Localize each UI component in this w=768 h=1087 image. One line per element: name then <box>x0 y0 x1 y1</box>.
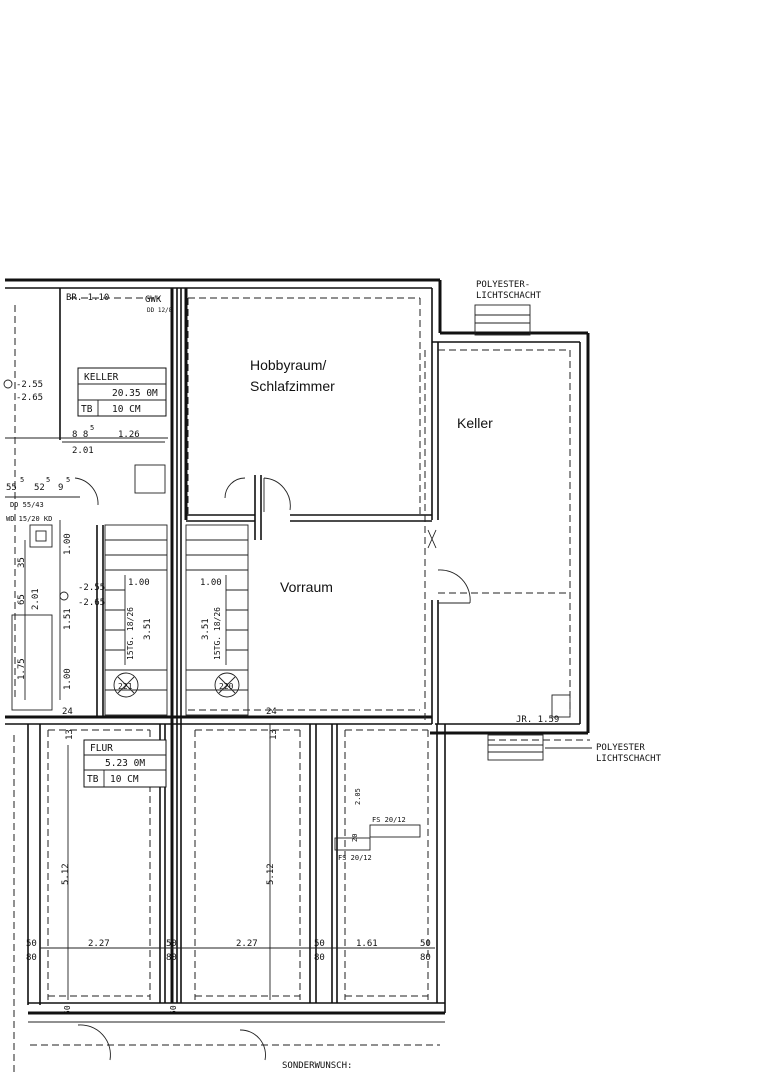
stair-number-2: 220 <box>219 682 234 691</box>
flur-room-table: FLUR 5.23 0M TB 10 CM <box>83 739 167 788</box>
room-label-keller: Keller <box>457 415 493 431</box>
dim-201: 2.01 <box>72 446 94 456</box>
dim-13a: 13 <box>65 729 75 740</box>
dim-5c: 5 <box>66 476 70 484</box>
stair-width-2: 1.00 <box>200 578 222 588</box>
level-2a: -2.55 <box>78 583 105 593</box>
dim-50d: 50 <box>420 939 431 949</box>
dim-50f: 50 <box>169 1005 178 1015</box>
keller-table-area: 20.35 0M <box>112 388 158 399</box>
dim-201v: 2.01 <box>31 588 41 610</box>
dim-24b: 24 <box>266 707 277 717</box>
window-br-label: BR. 1.10 <box>66 293 109 303</box>
dim-80d: 80 <box>420 953 431 963</box>
dim-65: 65 <box>17 594 27 605</box>
dim-100b: 1.00 <box>63 668 73 690</box>
fs-label-1: FS 20/12 <box>372 816 406 824</box>
stairs-left <box>104 524 168 716</box>
dim-50b: 50 <box>166 939 177 949</box>
dim-100a: 1.00 <box>63 533 73 555</box>
keller-table-name: KELLER <box>84 372 119 383</box>
dim-5b: 5 <box>46 476 50 484</box>
dim-20: 20 <box>351 834 359 842</box>
polyester-top-1: POLYESTER- <box>476 280 530 290</box>
dim-55: 55 <box>6 483 17 493</box>
dim-50a: 50 <box>26 939 37 949</box>
dim-24a: 24 <box>62 707 73 717</box>
keller-table-thickness: 10 CM <box>112 404 141 415</box>
sonderwunsch-label: SONDERWUNSCH: <box>282 1061 352 1071</box>
dim-151: 1.51 <box>63 608 73 630</box>
outer-walls <box>5 278 590 1023</box>
level-1a: -2.55 <box>16 380 43 390</box>
room-label-hobbyraum-2: Schlafzimmer <box>250 378 335 394</box>
stair-label-1: 15TG. 18/26 <box>126 607 135 660</box>
dim-50c: 50 <box>314 939 325 949</box>
dim-80a: 80 <box>26 953 37 963</box>
dim-35: 35 <box>17 557 27 568</box>
stair-label-2: 15TG. 18/26 <box>213 607 222 660</box>
dim-512a: 5.12 <box>61 863 71 885</box>
interior-walls <box>5 288 432 1003</box>
dim-9: 9 <box>58 483 63 493</box>
flur-table-thickness: 10 CM <box>110 774 139 785</box>
flur-table-tb: TB <box>87 774 99 785</box>
dim-161: 1.61 <box>356 939 378 949</box>
light-shafts <box>474 304 592 761</box>
dashed-lines <box>13 297 590 1075</box>
gwk-label: GWK <box>145 295 162 305</box>
dim-5a: 5 <box>20 476 24 484</box>
flur-table-area: 5.23 0M <box>105 758 145 769</box>
room-label-hobbyraum-1: Hobbyraum/ <box>250 357 326 373</box>
wd-label: WD 15/20 KD <box>6 515 52 523</box>
dim-50e: 50 <box>63 1005 72 1015</box>
dim-126: 1.26 <box>118 430 140 440</box>
stair-number-1: 221 <box>118 682 133 691</box>
stair-width-1: 1.00 <box>128 578 150 588</box>
dim-885-sup: 5 <box>90 424 94 432</box>
dimension-lines <box>5 441 435 1000</box>
jr-label: JR. 1.59 <box>516 715 559 725</box>
fs-label-2: FS 20/12 <box>338 854 372 862</box>
keller-table-tb: TB <box>81 404 93 415</box>
dim-512b: 5.12 <box>266 863 276 885</box>
stair-dim-1: 3.51 <box>143 618 153 640</box>
dim-227a: 2.27 <box>88 939 110 949</box>
flur-table-name: FLUR <box>90 743 113 754</box>
gwk-sub-label: DD 12/8 <box>147 307 173 314</box>
stair-dim-2: 3.51 <box>201 618 211 640</box>
doors <box>74 477 471 1061</box>
dim-227b: 2.27 <box>236 939 258 949</box>
polyester-top-2: LICHTSCHACHT <box>476 291 542 301</box>
level-1b: -2.65 <box>16 393 43 403</box>
dim-885: 8 8 <box>72 430 88 440</box>
dim-13b: 13 <box>269 729 279 740</box>
fixtures <box>3 379 571 851</box>
dim-205: 2.05 <box>354 788 362 805</box>
level-2b: -2.65 <box>78 598 105 608</box>
dim-175: 1.75 <box>17 658 27 680</box>
dim-80b: 80 <box>166 953 177 963</box>
dim-52: 52 <box>34 483 45 493</box>
polyester-bottom-1: POLYESTER <box>596 743 645 753</box>
keller-room-table: KELLER 20.35 0M TB 10 CM <box>77 367 167 417</box>
dd-label: DD 55/43 <box>10 501 44 509</box>
stairs-right <box>185 524 249 716</box>
dim-80c: 80 <box>314 953 325 963</box>
polyester-bottom-2: LICHTSCHACHT <box>596 754 662 764</box>
room-label-vorraum: Vorraum <box>280 579 333 595</box>
